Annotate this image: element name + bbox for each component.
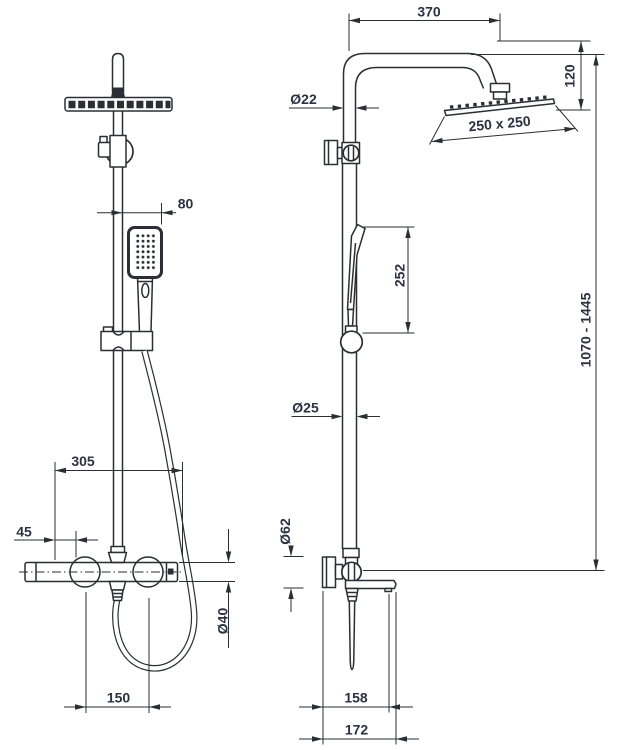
rain-head-front [64, 96, 173, 112]
dim-dia62-label: Ø62 [277, 518, 293, 545]
rain-head-side [443, 82, 556, 117]
hand-shower-front [127, 226, 163, 333]
riser-rail-front [111, 52, 125, 547]
dimension-flange-diameter: Ø62 [277, 518, 304, 612]
dimension-lower-pipe-diameter: Ø25 [291, 400, 380, 420]
dimension-upper-pipe-diameter: Ø22 [289, 91, 379, 111]
dim-250x250-label: 250 x 250 [468, 113, 532, 135]
brand-mark [168, 568, 174, 575]
hand-shower-nozzles [134, 234, 157, 271]
dim-305-label: 305 [71, 453, 95, 469]
dimension-knob-spacing: 150 [64, 592, 171, 713]
dim-dia25-label: Ø25 [292, 400, 319, 416]
slider-holder-side [339, 330, 364, 354]
front-view: 80 305 45 Ø40 [14, 52, 235, 713]
dim-252-label: 252 [392, 264, 408, 288]
mixer-valve-front [19, 545, 183, 602]
dimension-total-height: 1070 - 1445 [363, 54, 605, 571]
wall-bracket-side [323, 139, 361, 166]
dimension-valve-diameter: Ø40 [179, 529, 235, 648]
dimension-spout-overall: 172 [299, 592, 419, 745]
hand-shower-side [339, 223, 366, 354]
dim-172-label: 172 [345, 722, 369, 738]
side-view: 370 Ø22 120 250 x 250 [277, 4, 605, 745]
dim-120-label: 120 [562, 64, 578, 88]
dim-dia22-label: Ø22 [290, 91, 317, 107]
dim-45-label: 45 [16, 524, 32, 540]
dimension-head-size: 250 x 250 [429, 105, 579, 145]
spout [344, 579, 397, 590]
dimension-hand-shower-width: 80 [97, 196, 193, 225]
wall-bracket-front [97, 134, 134, 168]
dim-dia40-label: Ø40 [215, 608, 231, 635]
aerator [384, 587, 393, 593]
dimension-arm-drop: 120 [497, 40, 591, 111]
dim-158-label: 158 [344, 690, 368, 706]
dim-80-label: 80 [178, 196, 194, 212]
dimension-spout-reach: 158 [299, 591, 413, 745]
hanging-hose-side [348, 600, 356, 671]
dimension-inlet-offset: 45 [14, 524, 98, 558]
dimension-arm-length: 370 [348, 4, 501, 51]
dim-150-label: 150 [107, 690, 131, 706]
dimension-hand-shower-length: 252 [362, 226, 415, 334]
shower-hose [112, 350, 198, 672]
dimension-valve-span: 305 [54, 453, 183, 560]
wall-flange [321, 556, 337, 589]
dim-height-range-label: 1070 - 1445 [578, 292, 594, 367]
mixer-valve-side [321, 547, 397, 671]
dim-370-label: 370 [417, 4, 441, 20]
slider-holder-front [100, 326, 154, 352]
valve-knob-side [340, 561, 363, 583]
